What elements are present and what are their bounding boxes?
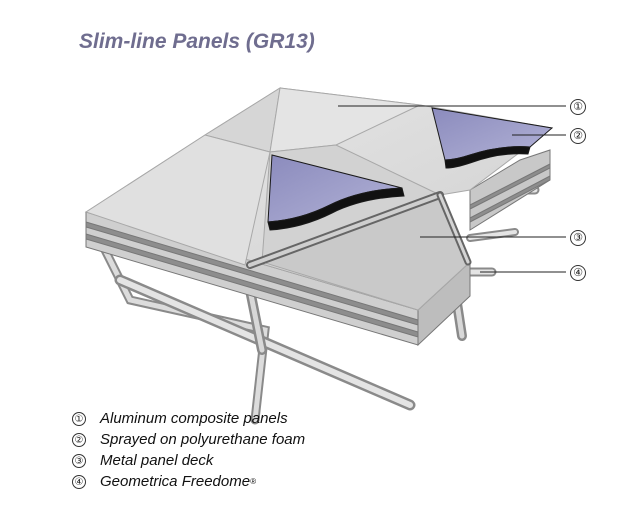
callout-marker-2: ②	[570, 128, 586, 144]
panel-ribs	[246, 191, 472, 269]
callout-marker-1: ①	[570, 99, 586, 115]
legend-label: Metal panel deck	[100, 452, 214, 469]
registered-mark: ®	[250, 477, 256, 486]
legend-label: Geometrica Freedome	[100, 473, 251, 490]
legend-marker: ④	[72, 474, 86, 489]
legend-marker: ③	[72, 453, 86, 468]
legend-marker: ②	[72, 432, 86, 447]
callout-marker-3: ③	[570, 230, 586, 246]
legend-item: ④ Geometrica Freedome®	[72, 471, 305, 492]
legend-item: ② Sprayed on polyurethane foam	[72, 429, 305, 450]
leader-lines	[338, 105, 566, 273]
legend-marker: ①	[72, 411, 86, 426]
legend-label: Sprayed on polyurethane foam	[100, 431, 306, 448]
callout-marker-4: ④	[570, 265, 586, 281]
legend-label: Aluminum composite panels	[100, 410, 288, 427]
legend: ① Aluminum composite panels ② Sprayed on…	[72, 408, 305, 492]
legend-item: ③ Metal panel deck	[72, 450, 305, 471]
legend-item: ① Aluminum composite panels	[72, 408, 305, 429]
foam-cutaways	[267, 107, 554, 231]
diagram-title: Slim-line Panels (GR13)	[79, 30, 315, 53]
